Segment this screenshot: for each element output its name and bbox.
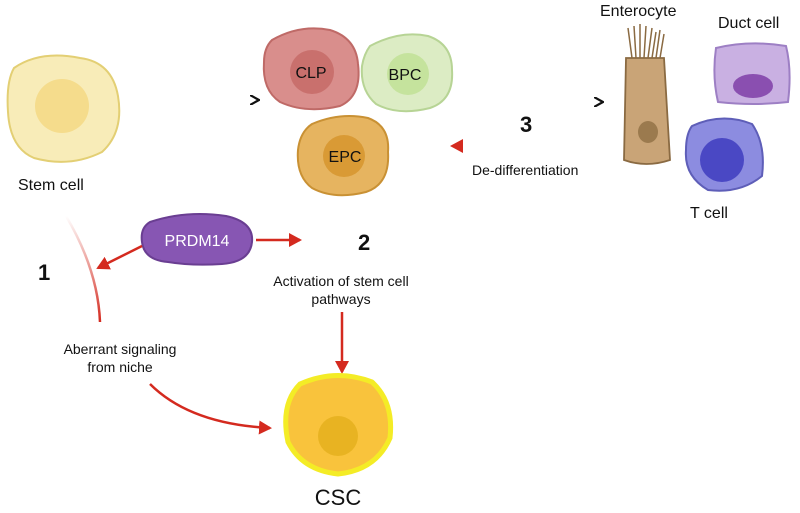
step-2-number: 2	[358, 230, 370, 255]
activation-label-line1: Activation of stem cell	[273, 273, 408, 289]
dedifferentiation-label: De-differentiation	[472, 162, 578, 178]
t-cell	[684, 117, 764, 192]
curve-stem-to-aberrant	[64, 215, 102, 323]
stem-cell	[6, 54, 121, 163]
step-1-number: 1	[38, 260, 50, 285]
epc-label: EPC	[329, 149, 362, 166]
prdm14-protein	[140, 213, 254, 266]
aberrant-label-line1: Aberrant signaling	[64, 341, 177, 357]
arrow-aberrant-to-csc	[149, 383, 272, 435]
clp-label: CLP	[295, 65, 326, 82]
csc-cell	[283, 372, 394, 477]
enterocyte-label: Enterocyte	[600, 3, 677, 20]
enterocyte-cell	[623, 24, 671, 165]
bpc-cell	[360, 33, 454, 113]
prdm14-label: PRDM14	[165, 233, 230, 250]
aberrant-label-line2: from niche	[87, 359, 153, 375]
step-3-number: 3	[520, 112, 532, 137]
clp-cell	[262, 27, 360, 111]
t-cell-label: T cell	[690, 205, 728, 222]
stem-cell-label: Stem cell	[18, 177, 84, 194]
bpc-label: BPC	[389, 67, 422, 84]
activation-label-line2: pathways	[311, 291, 370, 307]
csc-label: CSC	[315, 485, 362, 510]
arrow-prdm14-to-step1	[96, 244, 143, 270]
duct-cell	[713, 42, 791, 105]
epc-cell	[296, 115, 390, 197]
duct-cell-label: Duct cell	[718, 15, 779, 32]
